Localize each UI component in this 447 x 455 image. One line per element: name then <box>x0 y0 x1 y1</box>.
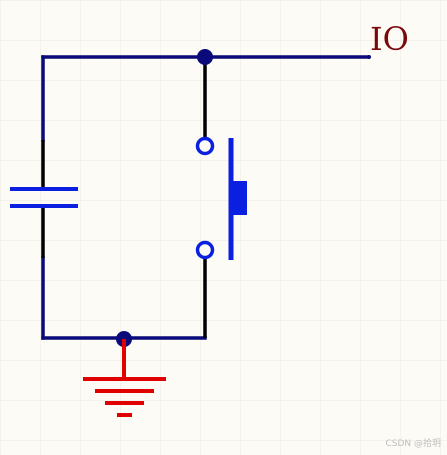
io-wire-end <box>367 55 371 59</box>
switch-actuator-knob <box>231 181 247 215</box>
watermark: CSDN @拾玥 <box>385 437 441 449</box>
push-button[interactable] <box>195 57 248 338</box>
capacitor[interactable] <box>10 140 78 258</box>
ground[interactable] <box>83 339 166 417</box>
switch-contact-bottom <box>195 240 215 260</box>
net-label-io[interactable]: IO <box>370 20 409 58</box>
switch-contact-top <box>195 136 215 156</box>
junction-top[interactable] <box>197 49 213 65</box>
